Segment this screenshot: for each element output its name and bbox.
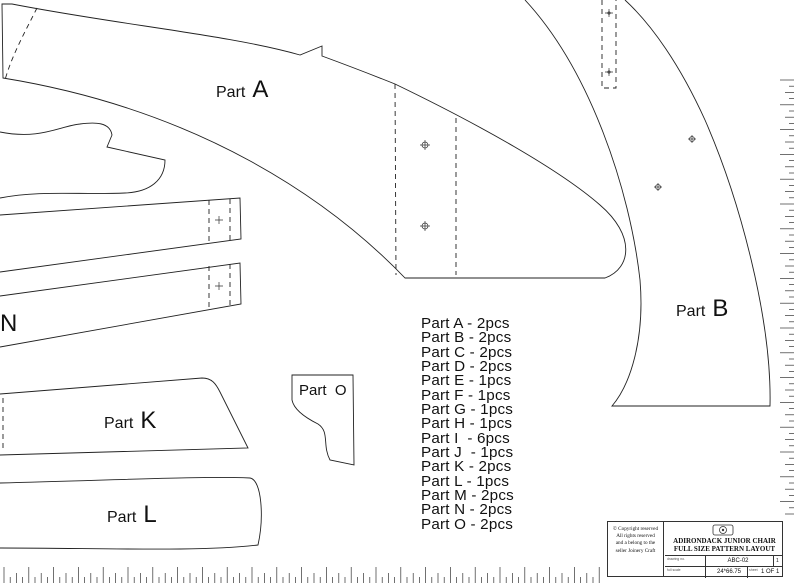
drawing-no-label: drawing no.: [667, 557, 686, 561]
part-strip-lower-dash: [208, 264, 231, 308]
title-line-1: ADIRONDACK JUNIOR CHAIR: [673, 537, 776, 545]
part-a-label: Part A: [216, 76, 268, 104]
drill-marks: [215, 9, 696, 290]
part-l-label: Part L: [107, 501, 157, 529]
drawing-number-row: drawing no. ABC-02 1: [665, 555, 783, 567]
cut-list-item: Part I - 6pcs: [421, 429, 510, 447]
part-a-letter: A: [252, 76, 269, 103]
part-l-letter: L: [143, 501, 157, 528]
part-l-prefix: Part: [107, 509, 137, 526]
part-l-outline: [0, 477, 262, 550]
part-o-label: Part O: [299, 382, 347, 399]
sheet-label: sheet: [749, 568, 758, 572]
ruler-bottom: [3, 567, 600, 583]
cut-list-item: Part E - 1pcs: [421, 372, 512, 390]
cut-list-item: Part C - 2pcs: [421, 343, 513, 361]
title-block: © Copyright reserved All rights reserved…: [607, 521, 784, 578]
cut-list-item: Part H - 1pcs: [421, 415, 513, 433]
part-a-dash-left: [394, 83, 397, 276]
ruler-right: [780, 79, 794, 515]
part-a-fold-line: [4, 7, 38, 81]
scale-label: full scale: [667, 568, 681, 572]
part-strip-lower: [0, 262, 242, 348]
logo-seal-icon: [712, 524, 734, 536]
part-curved-piece: [0, 122, 166, 199]
part-b-slot: [601, 0, 617, 89]
cut-list-item: Part K - 2pcs: [421, 458, 512, 476]
revision: 1: [776, 558, 779, 564]
part-b-prefix: Part: [676, 303, 706, 320]
cut-list-item: Part F - 1pcs: [421, 386, 511, 404]
copyright-line: and a belong to the: [615, 540, 656, 547]
part-k-label: Part K: [104, 407, 156, 435]
part-a-prefix: Part: [216, 84, 246, 101]
cut-list-item: Part M - 2pcs: [421, 487, 514, 505]
copyright-line: All rights reserved: [616, 533, 655, 540]
part-b-outline: [524, 0, 771, 407]
cut-list-item: Part A - 2pcs: [421, 315, 510, 332]
part-k-outline: [0, 377, 249, 456]
cut-list-item: Part O - 2pcs: [421, 515, 514, 533]
cut-list-item: Part G - 1pcs: [421, 401, 514, 419]
part-strip-upper-dash: [208, 199, 231, 242]
sheet-count: 1 OF 1: [761, 569, 780, 575]
part-b-label: Part B: [676, 295, 728, 323]
cut-list-item: Part J - 1pcs: [421, 444, 514, 462]
cut-list-item: Part N - 2pcs: [421, 501, 513, 519]
copyright-notice: © Copyright reserved All rights reserved…: [608, 522, 664, 577]
part-strip-upper: [0, 197, 242, 273]
part-b-letter: B: [712, 295, 729, 322]
part-o-outline: [291, 374, 355, 466]
drawing-title: ADIRONDACK JUNIOR CHAIR FULL SIZE PATTER…: [665, 537, 784, 553]
sheet-size: 24*66.75: [717, 569, 742, 575]
scale-row: full scale 24*66.75 sheet 1 OF 1: [665, 566, 783, 578]
cut-list-item: Part L - 1pcs: [421, 472, 510, 490]
part-k-letter: K: [140, 407, 157, 434]
title-line-2: FULL SIZE PATTERN LAYOUT: [673, 545, 776, 553]
copyright-line: © Copyright reserved: [612, 526, 659, 532]
copyright-line: seller Joinery Craft: [615, 547, 656, 554]
part-a-outline: [1, 3, 627, 279]
cut-list-item: Part D - 2pcs: [421, 358, 513, 376]
cut-list-item: Part B - 2pcs: [421, 329, 512, 347]
drawing-number: ABC-02: [727, 558, 749, 564]
part-k-prefix: Part: [104, 415, 134, 432]
part-n-letter: N: [0, 310, 18, 337]
